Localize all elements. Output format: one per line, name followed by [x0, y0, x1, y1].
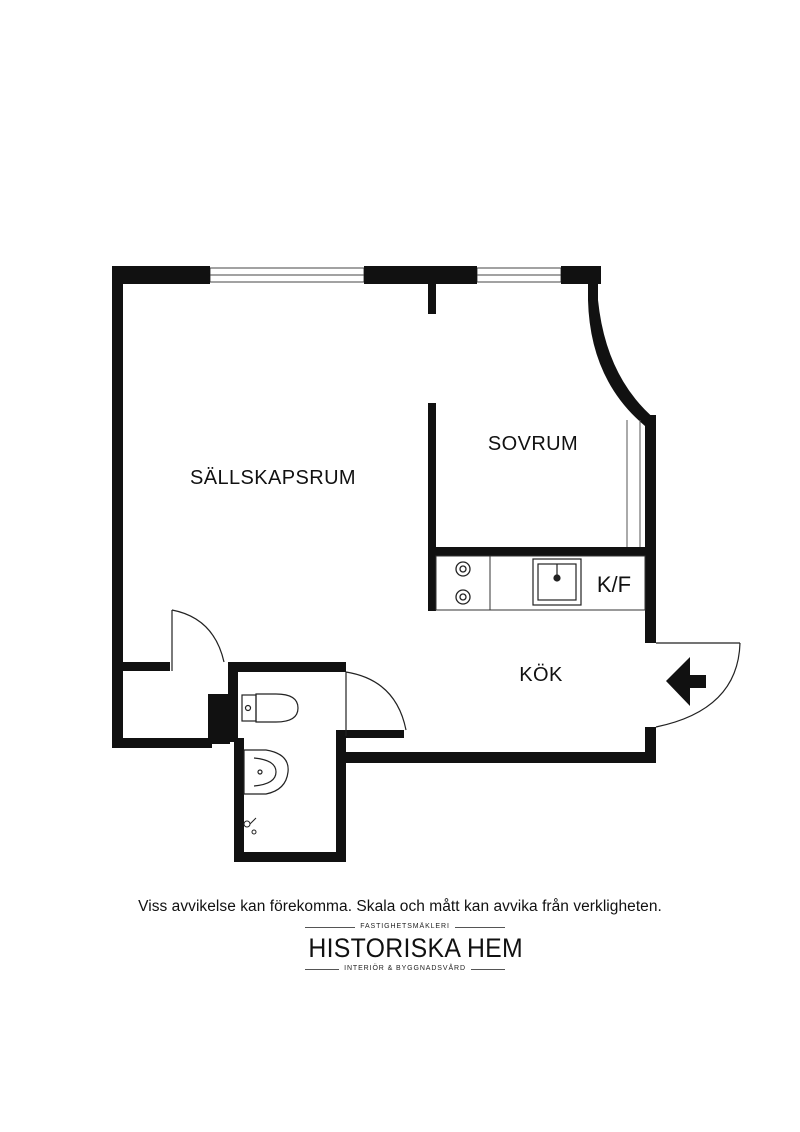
- wall-right-lower: [645, 727, 656, 763]
- window-curved: [626, 420, 641, 547]
- shower-icon: [243, 817, 257, 835]
- wall-bath-right: [336, 732, 346, 862]
- room-label-kitchen: KÖK: [519, 664, 563, 686]
- door-bathroom: [345, 671, 407, 736]
- sink-icon: [532, 558, 582, 606]
- entrance-arrow-icon: [666, 657, 706, 706]
- washbasin-icon: [243, 749, 289, 795]
- kitchen-counter: [435, 555, 646, 611]
- door-closet: [171, 609, 225, 671]
- room-label-living-room: SÄLLSKAPSRUM: [190, 467, 356, 489]
- wall-bath-bottom: [234, 852, 346, 862]
- wall-bottom-left: [112, 738, 212, 748]
- wall-curved: [588, 266, 656, 426]
- window-right: [476, 267, 562, 283]
- wall-bath-top: [228, 662, 346, 672]
- brand-tagline-bottom: INTERIÖR & BYGGNADSVÅRD: [344, 965, 466, 972]
- room-label-bedroom: SOVRUM: [488, 433, 578, 455]
- wall-top-left: [112, 266, 210, 284]
- wall-bedroom-left: [428, 403, 436, 611]
- door-entrance: [655, 642, 741, 728]
- wall-bath-left: [228, 662, 238, 742]
- wall-stub: [428, 284, 436, 314]
- wall-top-middle: [364, 266, 477, 284]
- divider-line: [305, 968, 340, 970]
- wall-bath-left-lower: [234, 738, 244, 862]
- wall-right-upper: [645, 415, 656, 643]
- brand-name: HISTORISKA HEM: [308, 933, 524, 963]
- brand-logo: FASTIGHETSMÄKLERI HISTORISKA HEM INTERIÖ…: [300, 922, 524, 974]
- divider-line: [470, 968, 506, 970]
- wall-bedroom-bottom: [428, 547, 656, 556]
- brand-tagline-bottom-row: INTERIÖR & BYGGNADSVÅRD: [300, 964, 510, 974]
- walls: [112, 266, 656, 862]
- window-left: [209, 267, 365, 283]
- toilet-icon: [241, 693, 299, 723]
- wall-closet-top: [112, 662, 170, 671]
- wall-kitchen-bottom: [336, 752, 656, 763]
- divider-line: [454, 926, 505, 928]
- brand-tagline-top-row: FASTIGHETSMÄKLERI: [300, 922, 510, 932]
- wall-bath-ledge: [336, 730, 404, 738]
- column: [208, 694, 230, 744]
- disclaimer-text: Viss avvikelse kan förekomma. Skala och …: [138, 898, 662, 915]
- divider-line: [305, 926, 356, 928]
- stove-icon: [455, 561, 471, 605]
- wall-left: [112, 266, 123, 748]
- room-label-fridge-freezer: K/F: [597, 572, 631, 597]
- brand-tagline-top: FASTIGHETSMÄKLERI: [360, 923, 450, 930]
